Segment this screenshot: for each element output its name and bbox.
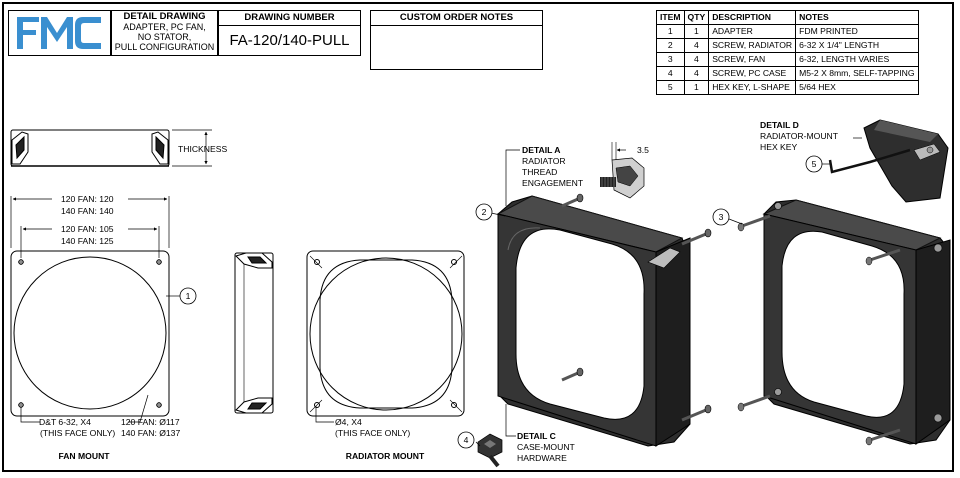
detail-c-line: CASE-MOUNT (517, 442, 576, 452)
adapter-edge-view (234, 252, 274, 414)
dt-label: D&T 6-32, X4 (39, 417, 91, 427)
drawing-frame (2, 2, 954, 472)
detail-a-dimension: 3.5 (637, 145, 649, 155)
custom-notes-block: CUSTOM ORDER NOTES (370, 10, 543, 70)
detail-c-title: DETAIL C (517, 431, 556, 441)
drawing-number-heading: DRAWING NUMBER (219, 11, 360, 26)
drawing-number-block: DRAWING NUMBER FA-120/140-PULL (218, 10, 361, 56)
balloon-2-number: 2 (482, 207, 487, 217)
balloon-4 (457, 431, 475, 449)
title-block: DETAIL DRAWING ADAPTER, PC FAN, NO STATO… (111, 10, 218, 56)
radiator-mount-caption: RADIATOR MOUNT (346, 451, 425, 461)
title-line: ADAPTER, PC FAN, (123, 22, 206, 32)
balloon-3-leader (728, 218, 743, 225)
bom-row: 3 4 SCREW, FAN 6-32, LENGTH VARIES (656, 52, 919, 67)
detail-d-title: DETAIL D (760, 120, 799, 130)
detail-a-thread-graphic (600, 142, 645, 199)
balloon-2 (475, 203, 493, 221)
custom-notes-heading: CUSTOM ORDER NOTES (371, 11, 542, 26)
diameter-140: 140 FAN: Ø137 (121, 428, 180, 438)
dim-mask (52, 221, 128, 248)
bom-row: 4 4 SCREW, PC CASE M5-2 X 8mm, SELF-TAPP… (656, 66, 919, 81)
fmc-logo-graphic (17, 17, 101, 49)
title-heading: DETAIL DRAWING (123, 11, 206, 22)
thickness-label: THICKNESS (178, 144, 227, 154)
outer-dim-140: 140 FAN: 140 (61, 206, 114, 216)
bom-description: HEX KEY, L-SHAPE (708, 80, 797, 95)
detail-a-line: THREAD (522, 167, 557, 177)
detail-d-line: RADIATOR-MOUNT (760, 131, 839, 141)
balloon-4-leader (475, 441, 481, 447)
adapter-side-view (10, 129, 170, 167)
balloon-3 (712, 208, 730, 226)
balloon-4-number: 4 (464, 435, 469, 445)
company-logo (8, 10, 111, 56)
detail-c-leader (505, 404, 516, 437)
bom-notes: 5/64 HEX (795, 80, 919, 95)
bom-row: 2 4 SCREW, RADIATOR 6-32 X 1/4" LENGTH (656, 38, 919, 53)
diameter-leader (128, 394, 149, 423)
outer-dim-120: 120 FAN: 120 (61, 194, 114, 204)
drawing-number-value: FA-120/140-PULL (229, 32, 350, 49)
detail-a-line: RADIATOR (522, 156, 566, 166)
balloon-5-number: 5 (812, 159, 817, 169)
balloon-1-number: 1 (186, 291, 191, 301)
inner-dim-140: 140 FAN: 125 (61, 236, 114, 246)
fan-mount-caption: FAN MOUNT (58, 451, 110, 461)
hole-leader (315, 406, 334, 423)
hole-label: Ø4, X4 (335, 417, 362, 427)
bom-row: 5 1 HEX KEY, L-SHAPE 5/64 HEX (656, 80, 919, 95)
hole-label-note: (THIS FACE ONLY) (335, 428, 410, 438)
dt-leader (20, 407, 40, 423)
balloon-3-number: 3 (719, 212, 724, 222)
bom-qty: 1 (683, 80, 710, 95)
bill-of-materials: ITEM QTY DESCRIPTION NOTES 1 1 ADAPTER F… (656, 10, 919, 95)
balloon-1 (179, 287, 197, 305)
radiator-mount-view (306, 250, 465, 417)
dt-label-note: (THIS FACE ONLY) (40, 428, 115, 438)
dim-mask (52, 191, 128, 218)
detail-d-line: HEX KEY (760, 142, 798, 152)
title-line: PULL CONFIGURATION (114, 42, 215, 52)
case-screw-graphic (477, 433, 503, 468)
detail-a-title: DETAIL A (522, 145, 561, 155)
fan-mount-view (10, 250, 170, 417)
detail-d-graphic (828, 119, 949, 203)
adapter-isometric-radiator-side (496, 193, 712, 447)
thickness-dimension (172, 129, 212, 167)
inner-dim-120: 120 FAN: 105 (61, 224, 114, 234)
diameter-120: 120 FAN: Ø117 (121, 417, 180, 427)
detail-a-line: ENGAGEMENT (522, 178, 584, 188)
balloon-2-leader (490, 212, 506, 217)
title-line: NO STATOR, (137, 32, 192, 42)
detail-a-leader (505, 149, 520, 206)
bom-header-row: ITEM QTY DESCRIPTION NOTES (656, 10, 919, 25)
adapter-isometric-fan-side (737, 199, 951, 446)
balloon-5 (805, 155, 823, 173)
detail-c-line: HARDWARE (517, 453, 567, 463)
